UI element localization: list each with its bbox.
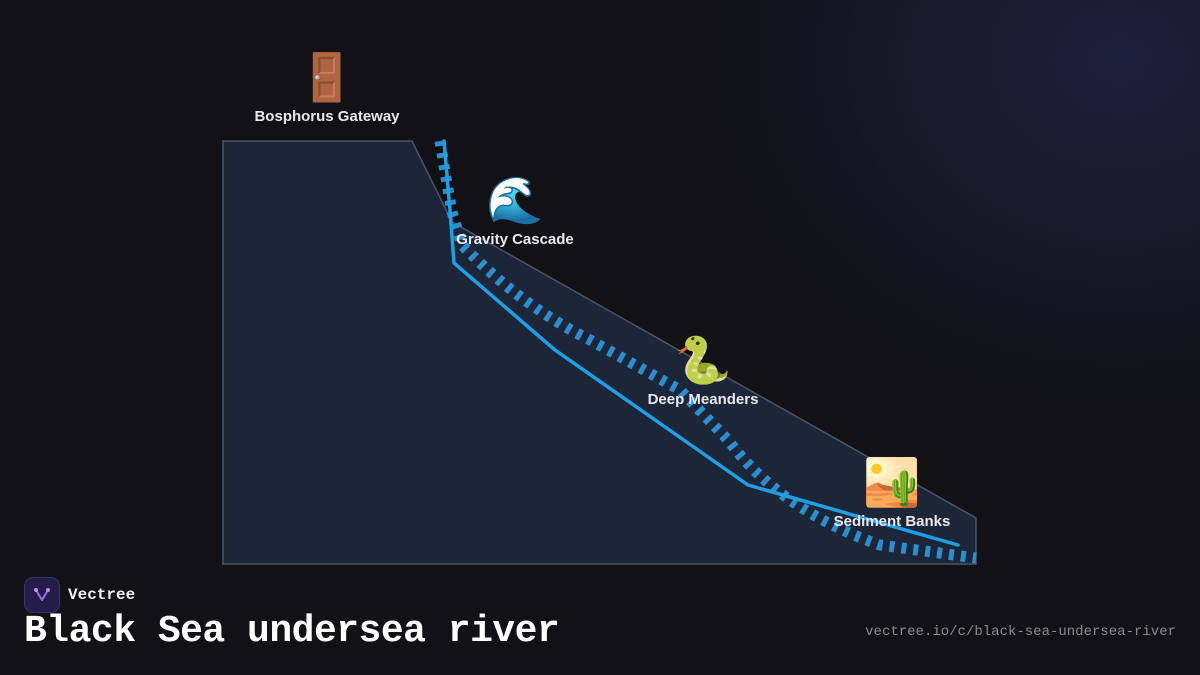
page-title: Black Sea undersea river [24,610,560,653]
stage-sediment-banks: 🏜️ Sediment Banks [834,455,951,530]
stage-label: Bosphorus Gateway [254,108,400,125]
desert-icon: 🏜️ [863,455,921,509]
snake-icon: 🐍 [674,333,732,387]
door-icon: 🚪 [298,50,356,104]
stage-bosphorus-gateway: 🚪 Bosphorus Gateway [254,50,399,125]
stage-label: Gravity Cascade [456,231,574,248]
stage-label: Deep Meanders [647,391,759,408]
river-dashed-channel [434,140,977,564]
seabed-terrain [222,140,977,565]
stage-deep-meanders: 🐍 Deep Meanders [648,333,759,408]
vectree-logo-icon [24,577,60,613]
brand-name: Vectree [68,586,136,604]
river-solid-flow [442,139,960,547]
source-url: vectree.io/c/black-sea-undersea-river [865,624,1176,640]
brand: Vectree [24,577,135,613]
stage-label: Sediment Banks [833,513,951,530]
stage-gravity-cascade: 🌊 Gravity Cascade [456,173,574,248]
wave-icon: 🌊 [486,173,544,227]
